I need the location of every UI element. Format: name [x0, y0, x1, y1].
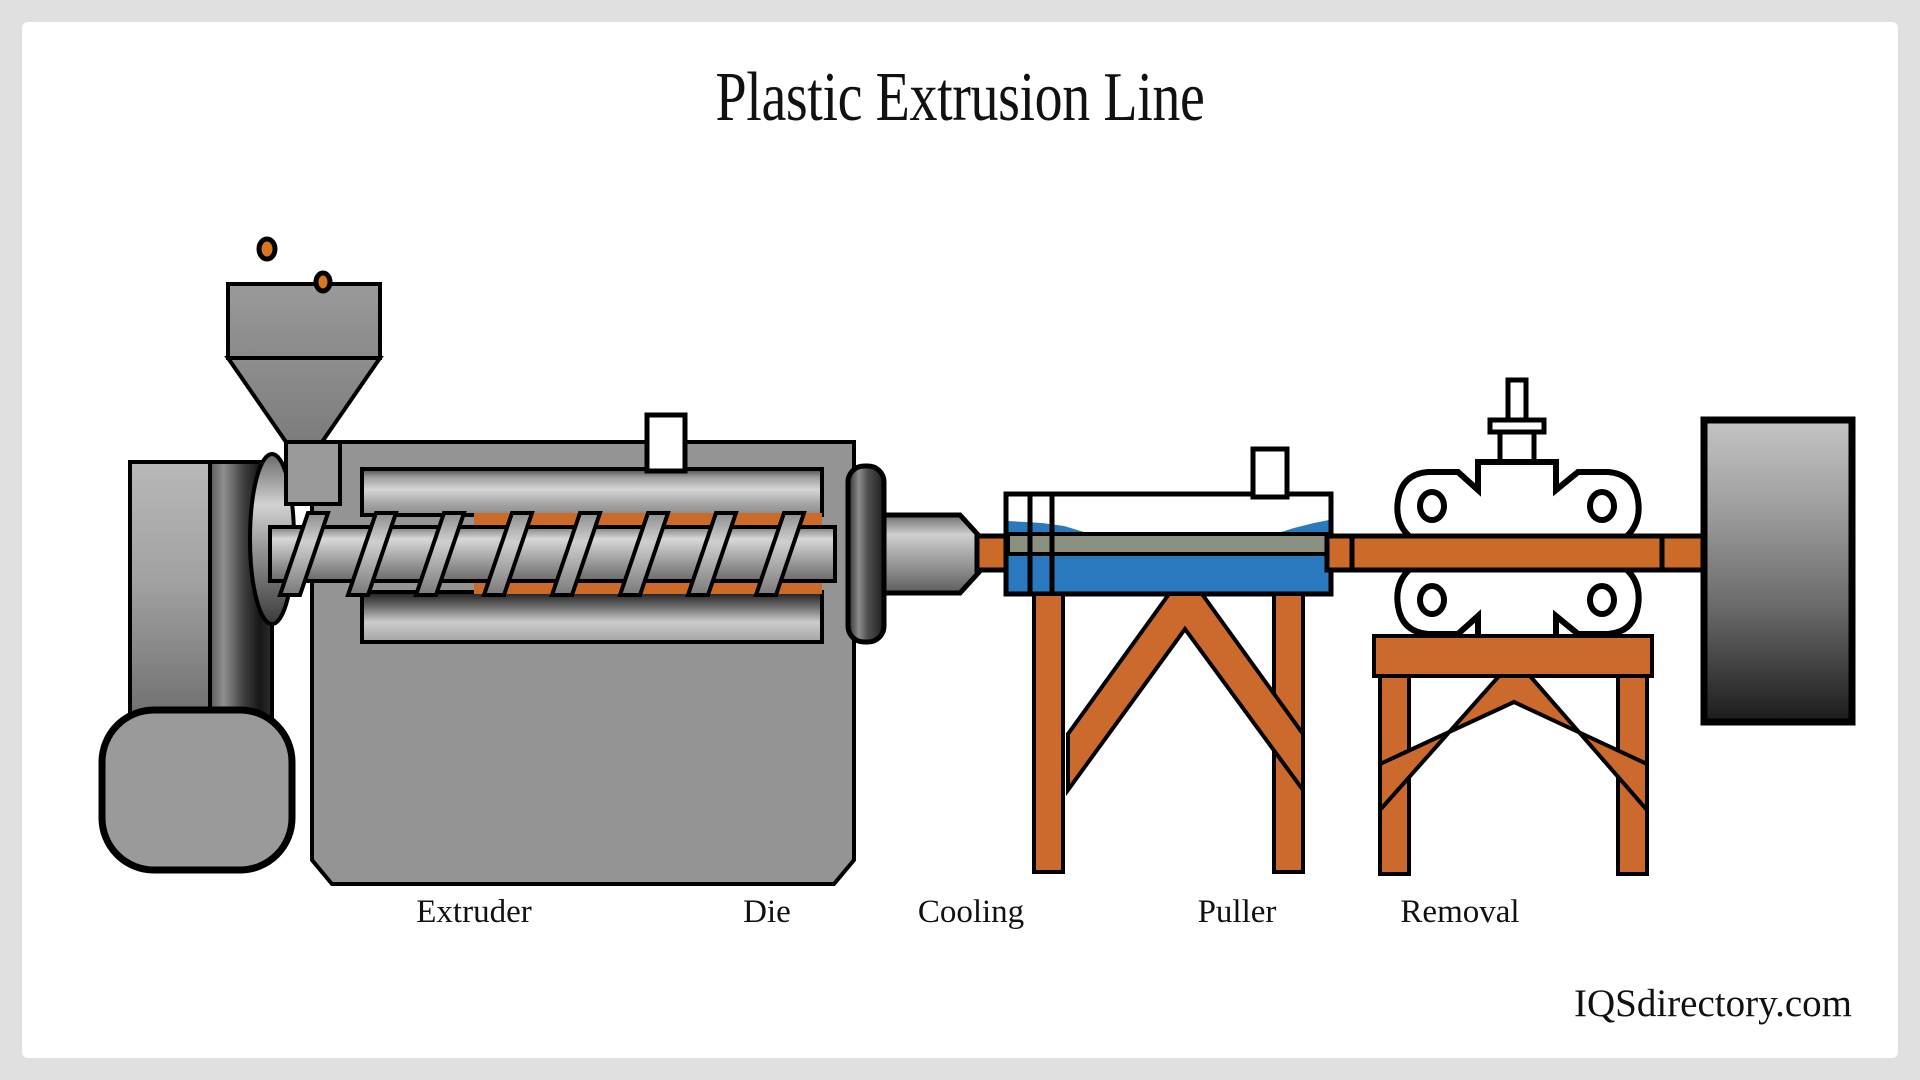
- puller-stand-brace: [1378, 674, 1649, 816]
- screw-flight: [413, 511, 467, 597]
- screw-flight: [753, 511, 807, 597]
- page-title: Plastic Extrusion Line: [715, 59, 1205, 136]
- hopper-box: [226, 282, 382, 360]
- screw-flights: [277, 511, 807, 597]
- pellet-falling-upper: [256, 236, 278, 262]
- removal-unit: [1659, 416, 1856, 726]
- cooling-stand-leg-left: [1032, 592, 1065, 874]
- extrusion-line-diagram: Extruder Die Cooling Puller Removal: [98, 236, 1856, 930]
- motor-drum: [128, 460, 214, 724]
- extruder-screw: [268, 511, 837, 597]
- extruded-profile-in-water: [1006, 532, 1331, 556]
- hopper-throat: [284, 440, 342, 506]
- screw-flight: [685, 511, 739, 597]
- product-strand-to-removal: [1659, 533, 1710, 573]
- removal-block: [1700, 416, 1856, 726]
- figure-canvas: Plastic Extrusion Line: [22, 22, 1898, 1058]
- barrel-upper-shell: [360, 467, 824, 517]
- cooling-tank-stand: [1032, 592, 1305, 874]
- stage-label-die: Die: [743, 894, 791, 930]
- die-nozzle: [881, 512, 983, 596]
- stage-label-extruder: Extruder: [416, 894, 531, 930]
- watermark: IQSdirectory.com: [1574, 982, 1852, 1025]
- screw-flight: [617, 511, 671, 597]
- pellet-falling-lower: [313, 270, 333, 294]
- puller-roller-lower-left: [1417, 583, 1447, 617]
- puller-stand: [1372, 634, 1654, 876]
- puller-roller-upper-left: [1417, 489, 1447, 523]
- stage-label-removal: Removal: [1400, 894, 1519, 930]
- stage-label-puller: Puller: [1198, 894, 1277, 930]
- stage-labels: Extruder Die Cooling Puller Removal: [416, 894, 1519, 930]
- screw-flight: [549, 511, 603, 597]
- puller-adjust-screw-stem: [1505, 377, 1529, 425]
- motor-assembly: [98, 452, 296, 874]
- puller-assembly: [1349, 377, 1695, 647]
- screw-flight: [345, 511, 399, 597]
- hopper-funnel: [224, 356, 384, 444]
- cooling-tank-vent-stack: [1250, 446, 1290, 500]
- stage-label-cooling: Cooling: [918, 894, 1024, 930]
- product-strand-through-puller: [1349, 533, 1695, 573]
- cooling-stand-brace: [1066, 592, 1305, 797]
- barrel-lower-shell: [360, 590, 824, 644]
- cooling-water-lower: [1008, 552, 1329, 592]
- die-flange-plate: [845, 463, 887, 645]
- puller-stand-top-beam: [1372, 634, 1654, 678]
- die-assembly: [845, 463, 983, 645]
- screw-flight: [481, 511, 535, 597]
- screw-flight: [277, 511, 331, 597]
- puller-roller-upper-right: [1587, 489, 1617, 523]
- cooling-tank: [1003, 446, 1334, 597]
- feed-hopper: [224, 236, 384, 506]
- barrel-vent-stack: [644, 412, 688, 474]
- motor-base: [98, 706, 296, 874]
- puller-roller-lower-right: [1587, 583, 1617, 617]
